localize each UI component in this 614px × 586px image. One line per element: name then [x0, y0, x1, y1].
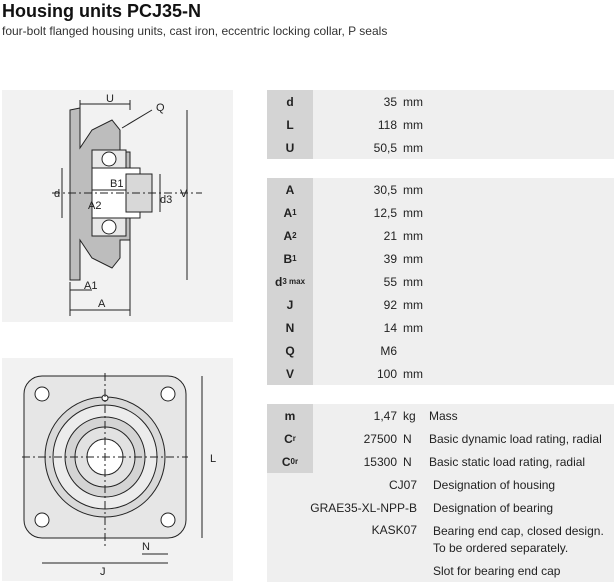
value-cell: 30,5	[373, 182, 397, 197]
designation-value: CJ07	[388, 477, 417, 492]
description-cell: Basic static load rating, radial	[429, 454, 586, 469]
unit-cell: mm	[403, 366, 423, 381]
description-cell: Mass	[429, 408, 458, 423]
unit-cell: mm	[403, 117, 423, 132]
value-cell: 100	[376, 366, 397, 381]
symbol-cell: U	[267, 136, 313, 159]
symbol-cell: Q	[267, 339, 313, 362]
description-cell: Designation of bearing	[433, 500, 554, 515]
value-cell: 50,5	[373, 140, 397, 155]
unit-cell: kg	[403, 408, 416, 423]
dim-label-d: d	[54, 188, 61, 200]
table-row: L 118 mm	[267, 113, 614, 136]
description-cell: Slot for bearing end cap	[433, 563, 561, 578]
table-row: U 50,5 mm	[267, 136, 614, 159]
value-cell: 14	[383, 320, 397, 335]
dim-label-l: L	[210, 453, 217, 465]
dim-label-u: U	[106, 93, 114, 105]
table-row: Slot for bearing end cap	[267, 559, 614, 582]
table-row: KASK07 Bearing end cap, closed design. T…	[267, 519, 614, 559]
value-cell: 55	[383, 274, 397, 289]
value-cell: 15300	[363, 454, 397, 469]
unit-cell: mm	[403, 94, 423, 109]
designation-value: GRAE35-XL-NPP-B	[310, 500, 417, 515]
symbol-cell: d	[267, 90, 313, 113]
dim-label-b1: B1	[110, 178, 124, 190]
designation-value: KASK07	[371, 523, 417, 537]
dim-label-a1: A1	[84, 280, 98, 292]
dim-label-q: Q	[156, 102, 165, 114]
table-row: N 14 mm	[267, 316, 614, 339]
description-cell: Basic dynamic load rating, radial	[429, 431, 602, 446]
unit-cell: N	[403, 431, 412, 446]
front-drawing: L J N	[2, 358, 233, 581]
symbol-cell: L	[267, 113, 313, 136]
table-row: d 35 mm	[267, 90, 614, 113]
symbol-cell: A	[267, 178, 313, 201]
table-row: CJ07 Designation of housing	[267, 473, 614, 496]
dimensions-table-main: d 35 mm L 118 mm U 50,5 mm	[267, 90, 614, 159]
dim-label-a2: A2	[88, 200, 102, 212]
dim-label-d3: d3	[160, 194, 173, 206]
unit-cell: mm	[403, 274, 423, 289]
table-row: V 100 mm	[267, 362, 614, 385]
section-drawing-svg	[52, 100, 202, 316]
table-row: A 30,5 mm	[267, 178, 614, 201]
unit-cell: N	[403, 454, 412, 469]
table-row: m 1,47 kg Mass	[267, 404, 614, 427]
symbol-cell: J	[267, 293, 313, 316]
unit-cell: mm	[403, 228, 423, 243]
section-drawing: U Q B1 d A2 d3 V A1 A	[2, 90, 233, 322]
designation-table: CJ07 Designation of housing GRAE35-XL-NP…	[267, 473, 614, 582]
table-row: J 92 mm	[267, 293, 614, 316]
unit-cell: mm	[403, 297, 423, 312]
unit-cell: mm	[403, 205, 423, 220]
unit-cell: mm	[403, 251, 423, 266]
table-row: GRAE35-XL-NPP-B Designation of bearing	[267, 496, 614, 519]
description-cell: Bearing end cap, closed design. To be or…	[421, 523, 614, 557]
value-cell: 27500	[363, 431, 397, 446]
symbol-cell: N	[267, 316, 313, 339]
unit-cell: mm	[403, 182, 423, 197]
unit-cell: mm	[403, 320, 423, 335]
value-cell: 39	[383, 251, 397, 266]
symbol-cell: V	[267, 362, 313, 385]
value-cell: 1,47	[373, 408, 397, 423]
description-line-1: Bearing end cap, closed design.	[433, 524, 604, 538]
value-cell: 118	[377, 117, 397, 132]
unit-cell: mm	[403, 140, 423, 155]
value-cell: 35	[383, 94, 397, 109]
symbol-cell: m	[267, 404, 313, 427]
value-cell: 12,5	[373, 205, 397, 220]
front-drawing-svg	[22, 373, 203, 564]
page-title: Housing units PCJ35-N	[2, 1, 202, 21]
value-cell: 92	[383, 297, 397, 312]
dim-label-v: V	[180, 188, 188, 200]
description-cell: Designation of housing	[433, 477, 556, 492]
dim-label-a: A	[98, 298, 106, 310]
value-cell: 21	[383, 228, 397, 243]
description-line-2: To be ordered separately.	[433, 541, 569, 555]
dim-label-j: J	[100, 566, 106, 578]
dim-label-n: N	[142, 541, 150, 553]
page-subtitle: four-bolt flanged housing units, cast ir…	[2, 24, 388, 38]
value-cell: M6	[380, 343, 397, 358]
table-row: Q M6	[267, 339, 614, 362]
